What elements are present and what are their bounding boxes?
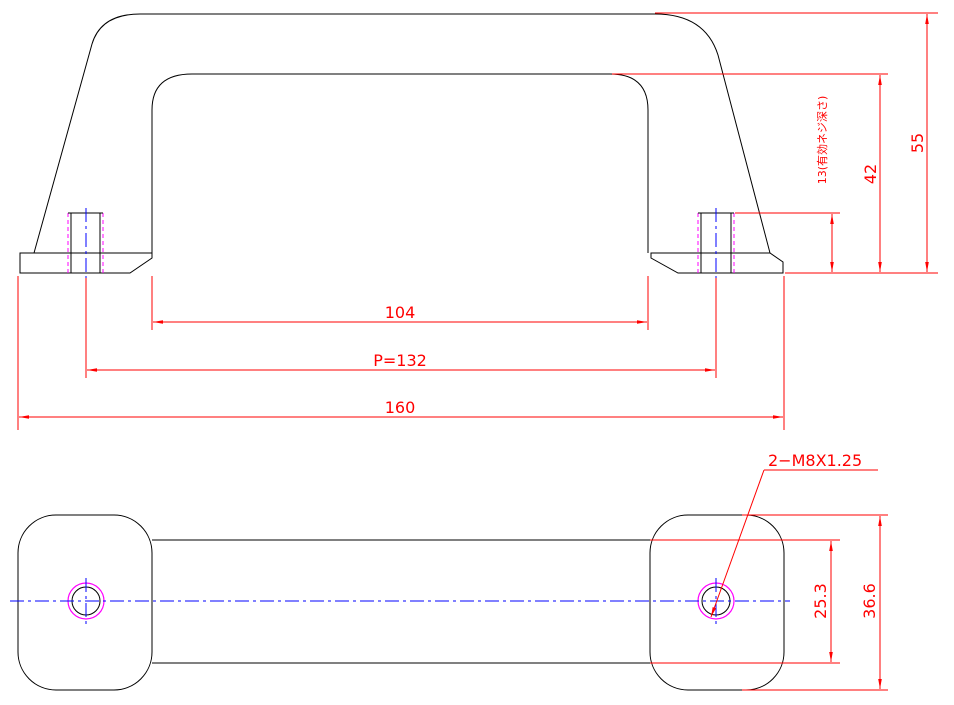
dim-base-width: 36.6 bbox=[860, 583, 879, 619]
thread-leader-line bbox=[710, 469, 765, 618]
dim-overall-height: 55 bbox=[908, 133, 927, 153]
dim-inner-width: 104 bbox=[385, 303, 416, 322]
thread-callout: 2−M8X1.25 bbox=[768, 451, 862, 470]
dim-inner-height: 42 bbox=[861, 164, 880, 184]
left-tapped-hole bbox=[67, 208, 104, 278]
handle-outer-outline bbox=[33, 13, 771, 254]
right-tapped-hole bbox=[697, 208, 735, 278]
dim-grip-width: 25.3 bbox=[811, 583, 830, 619]
right-base-pad bbox=[649, 514, 785, 691]
front-view: 104 P=132 160 13(有効ネジ深さ) 42 55 bbox=[17, 12, 938, 430]
handle-inner-outline bbox=[151, 73, 649, 253]
dim-overall-width: 160 bbox=[385, 398, 416, 417]
left-base-pad bbox=[17, 514, 153, 691]
left-foot-outline bbox=[19, 252, 153, 274]
right-foot-outline bbox=[650, 252, 784, 274]
dim-thread-depth: 13(有効ネジ深さ) bbox=[815, 96, 829, 185]
top-view: 2−M8X1.25 25.3 36.6 bbox=[10, 451, 888, 691]
dim-pitch: P=132 bbox=[373, 351, 427, 370]
